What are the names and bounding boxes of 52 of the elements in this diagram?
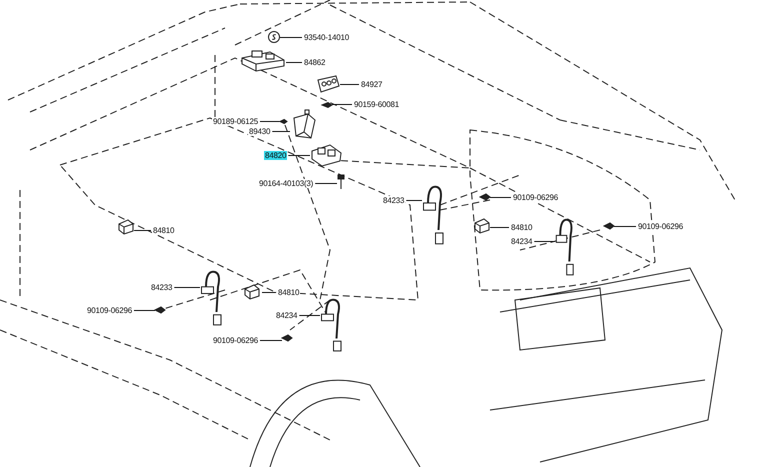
leader-line [259,121,280,122]
leader-line [174,287,200,288]
leader-line [286,62,302,63]
part-number: 90159-60081 [353,100,400,109]
screw-icon [480,192,490,202]
leader-line [133,310,156,311]
part-number: 84234 [275,311,298,320]
part-number: 84862 [303,58,326,67]
clip-icon [474,218,490,233]
screw-icon [282,333,292,343]
switch-icon [310,143,342,167]
leader-line [288,155,310,156]
screw-icon [604,221,614,231]
screw-icon [322,101,332,109]
part-number: 90109-06296 [637,222,684,231]
part-number: 90109-06296 [512,193,559,202]
washer-icon [268,31,280,43]
part-number: 89430 [248,127,272,136]
part-number: 90164-40103(3) [258,179,314,188]
part-number: 90109-06296 [86,306,133,315]
leader-line [272,131,290,132]
leader-line [134,230,152,231]
screw-icon [155,305,165,315]
clip-icon [244,284,262,300]
leader-line [340,84,360,85]
part-number: 84233 [382,196,406,205]
part-number: 84810 [277,288,300,297]
lamp-icon [316,74,340,94]
leader-line [490,197,512,198]
part-number: 84234 [510,237,534,246]
leader-line [534,241,556,242]
leader-line [259,340,282,341]
bolt-icon [337,175,345,189]
part-number: 84810 [510,223,534,232]
screw-icon [280,118,287,125]
leader-line [332,104,352,105]
part-number: 84820 [264,151,288,160]
leader-line [490,227,510,228]
leader-line [280,37,302,38]
leader-line [298,315,320,316]
leader-line [614,226,636,227]
part-number: 84927 [360,80,384,89]
part-number: 93540-14010 [303,33,350,42]
part-number: 90189-06125 [212,117,259,126]
leader-line [406,200,422,201]
part-number: 84233 [150,283,174,292]
control-module-icon [240,48,286,72]
part-number: 90109-06296 [212,336,259,345]
leader-line [314,183,338,184]
leader-line [262,292,276,293]
part-number: 84810 [152,226,176,235]
clip-icon [118,219,134,234]
